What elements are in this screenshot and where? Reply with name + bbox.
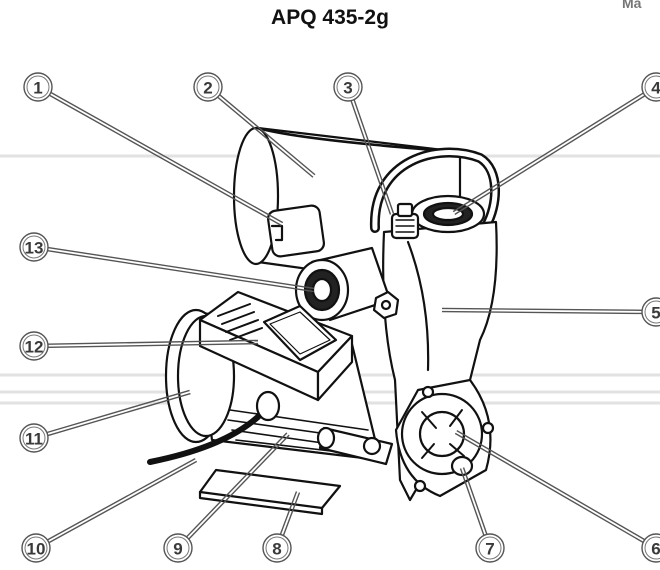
callout-inner-ring-13 bbox=[22, 235, 46, 259]
callout-number-10: 10 bbox=[27, 540, 46, 559]
callout-inner-ring-11 bbox=[22, 426, 46, 450]
callout-inner-ring-7 bbox=[478, 536, 502, 560]
callout-inner-ring-5 bbox=[644, 300, 660, 324]
callout-inner-ring-6 bbox=[644, 536, 660, 560]
hex-nut bbox=[372, 290, 400, 320]
callout-12: 12 bbox=[19, 331, 49, 361]
callout-leader-13 bbox=[47, 250, 314, 293]
callout-leader-5 bbox=[442, 307, 643, 311]
callout-leader-8 bbox=[282, 492, 301, 536]
callout-leader-11 bbox=[47, 392, 191, 437]
callout-inner-ring-8 bbox=[265, 536, 289, 560]
callout-3: 3 bbox=[333, 72, 363, 102]
callout-inner-ring-10 bbox=[24, 536, 48, 560]
callout-10: 10 bbox=[21, 533, 51, 563]
tank-connector bbox=[266, 204, 326, 258]
callout-9: 9 bbox=[163, 533, 193, 563]
callout-5: 5 bbox=[641, 297, 660, 327]
pump-illustration bbox=[147, 126, 500, 516]
callout-1: 1 bbox=[23, 72, 53, 102]
callout-circle-5 bbox=[641, 297, 660, 327]
diagram-title: APQ 435-2g bbox=[271, 6, 389, 29]
callout-circle-7 bbox=[475, 533, 505, 563]
callout-leader-4 bbox=[452, 92, 644, 213]
callout-leader-2 bbox=[217, 96, 314, 178]
callout-leader-6 bbox=[454, 432, 644, 543]
callout-leader-1 bbox=[49, 94, 282, 227]
callout-circle-1 bbox=[23, 72, 53, 102]
callout-2: 2 bbox=[193, 72, 223, 102]
callout-leader-3 bbox=[350, 100, 392, 215]
base-foot bbox=[198, 468, 342, 516]
callout-number-7: 7 bbox=[485, 540, 494, 559]
outlet-port bbox=[294, 246, 392, 322]
callout-inner-ring-9 bbox=[166, 536, 190, 560]
callout-7: 7 bbox=[475, 533, 505, 563]
callout-number-4: 4 bbox=[651, 79, 660, 98]
callout-leader-2 bbox=[219, 94, 316, 176]
callout-number-9: 9 bbox=[173, 540, 182, 559]
callout-inner-ring-2 bbox=[196, 75, 220, 99]
callout-number-1: 1 bbox=[33, 79, 42, 98]
callout-leader-12 bbox=[48, 342, 259, 349]
drain-plug bbox=[450, 455, 474, 477]
callout-number-5: 5 bbox=[651, 304, 660, 323]
callout-leader-7 bbox=[462, 467, 488, 535]
callout-number-3: 3 bbox=[343, 79, 352, 98]
callout-inner-ring-1 bbox=[26, 75, 50, 99]
callout-circle-13 bbox=[19, 232, 49, 262]
callout-leader-5 bbox=[441, 310, 642, 315]
callout-11: 11 bbox=[19, 423, 49, 453]
callout-leader-11 bbox=[46, 389, 190, 434]
callout-number-8: 8 bbox=[272, 540, 281, 559]
inlet-port bbox=[410, 194, 486, 234]
callout-leader-10 bbox=[47, 457, 196, 541]
callout-13: 13 bbox=[19, 232, 49, 262]
callout-number-6: 6 bbox=[651, 540, 660, 559]
callout-inner-ring-12 bbox=[22, 334, 46, 358]
priming-plug bbox=[390, 202, 420, 240]
callout-number-12: 12 bbox=[25, 338, 44, 357]
callout-4: 4 bbox=[641, 72, 660, 102]
callout-leader-6 bbox=[456, 430, 646, 541]
callout-number-2: 2 bbox=[203, 79, 212, 98]
callout-leader-9 bbox=[186, 432, 288, 538]
callout-6: 6 bbox=[641, 533, 660, 563]
callout-circle-3 bbox=[333, 72, 363, 102]
callout-number-11: 11 bbox=[25, 430, 43, 449]
control-box bbox=[198, 290, 354, 402]
callout-leader-7 bbox=[459, 468, 485, 536]
callout-leader-9 bbox=[188, 434, 290, 540]
carry-handle bbox=[369, 147, 500, 233]
connecting-rod bbox=[316, 426, 394, 466]
callout-inner-ring-4 bbox=[644, 75, 660, 99]
callout-circle-12 bbox=[19, 331, 49, 361]
callout-leader-8 bbox=[279, 491, 298, 535]
callout-leader-1 bbox=[50, 91, 284, 224]
callout-number-13: 13 bbox=[25, 239, 44, 258]
callout-leader-10 bbox=[48, 460, 198, 544]
callout-inner-ring-3 bbox=[336, 75, 360, 99]
callout-circle-10 bbox=[21, 533, 51, 563]
callout-leader-12 bbox=[47, 339, 258, 345]
callout-leader-4 bbox=[454, 95, 646, 215]
callout-circle-9 bbox=[163, 533, 193, 563]
callout-circle-11 bbox=[19, 423, 49, 453]
callout-circle-4 bbox=[641, 72, 660, 102]
callout-circle-2 bbox=[193, 72, 223, 102]
corner-label: Ma bbox=[622, 0, 642, 11]
callout-circle-8 bbox=[262, 533, 292, 563]
callout-leader-3 bbox=[353, 99, 395, 214]
callout-circle-6 bbox=[641, 533, 660, 563]
power-cable bbox=[147, 390, 281, 465]
callout-8: 8 bbox=[262, 533, 292, 563]
callout-leader-13 bbox=[47, 246, 315, 290]
